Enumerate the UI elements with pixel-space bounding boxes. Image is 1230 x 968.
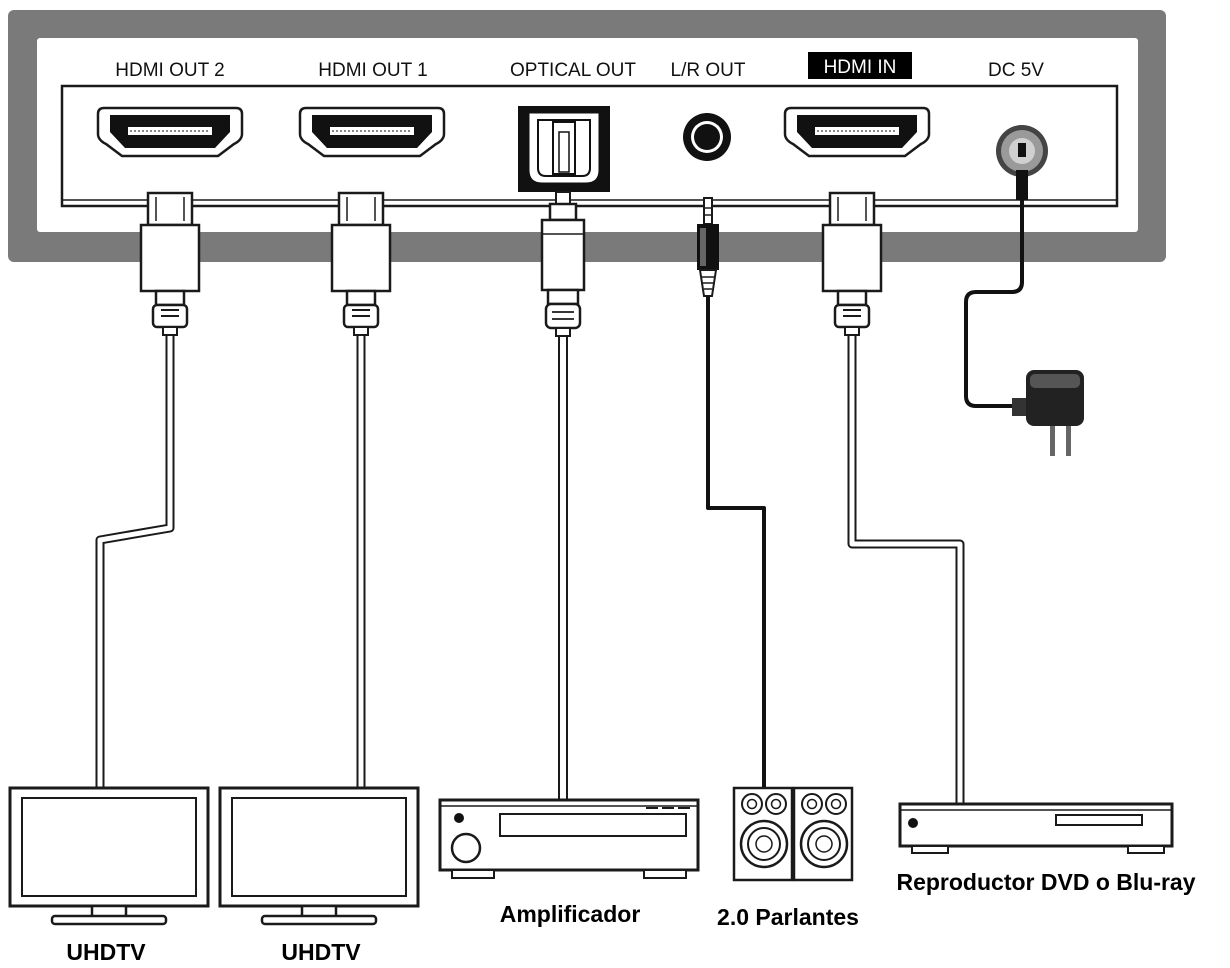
optical-port-icon: [518, 106, 610, 192]
label-player: Reproductor DVD o Blu-ray: [896, 869, 1195, 895]
disc-player-icon: [898, 802, 1174, 854]
label-uhdtv-2: UHDTV: [281, 939, 361, 965]
hdmi-in-label-bg: [808, 52, 912, 79]
label-lr-out: L/R OUT: [671, 60, 746, 81]
label-hdmi-in: HDMI IN: [824, 57, 897, 78]
optical-plug-icon: [540, 191, 586, 337]
label-speakers: 2.0 Parlantes: [717, 904, 859, 930]
power-adapter-icon: [1012, 170, 1084, 456]
label-optical-out: OPTICAL OUT: [510, 60, 636, 81]
speaker-icon: [792, 786, 854, 882]
dc-jack-icon: [996, 125, 1048, 177]
label-dc-5v: DC 5V: [988, 60, 1044, 81]
hdmi-port-icon: [298, 106, 446, 158]
tv-icon: [218, 786, 420, 926]
tv-icon: [8, 786, 210, 926]
label-uhdtv-1: UHDTV: [66, 939, 146, 965]
power-cable: [964, 192, 1028, 408]
audio-plug-icon: [697, 197, 719, 297]
audio-jack-icon: [683, 113, 731, 161]
label-hdmi-out-2: HDMI OUT 2: [115, 60, 224, 81]
hdmi-plug-icon: [821, 191, 883, 337]
speaker-icon: [732, 786, 794, 882]
audio-cable: [706, 295, 766, 790]
hdmi-port-icon: [783, 106, 931, 158]
hdmi-port-icon: [96, 106, 244, 158]
amplifier-icon: [438, 798, 700, 879]
hdmi-plug-icon: [330, 191, 392, 337]
hdmi-plug-icon: [139, 191, 201, 337]
label-amplifier: Amplificador: [500, 901, 641, 927]
hdmi-cable: [95, 335, 175, 790]
hdmi-cable: [847, 335, 965, 805]
label-hdmi-out-1: HDMI OUT 1: [318, 60, 427, 81]
